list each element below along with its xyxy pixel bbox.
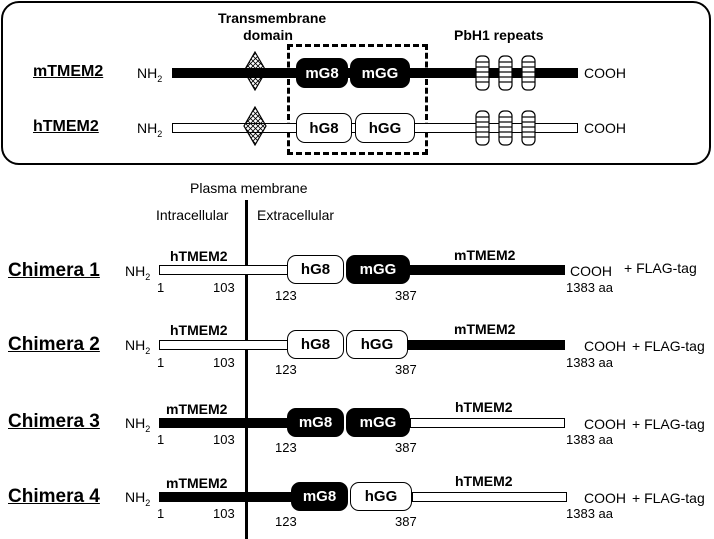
chimera-3-pos-end: 1383 aa — [566, 432, 613, 447]
dashed-domain-box — [287, 44, 428, 155]
row-mtmem2-domain-gg: mGG — [350, 58, 410, 88]
chimera-1-left-label: hTMEM2 — [170, 248, 228, 264]
row-mtmem2-domain-g8: mG8 — [296, 58, 348, 88]
chimera-4-domain-gg: hGG — [350, 482, 412, 511]
chimera-2-pos-end: 1383 aa — [566, 355, 613, 370]
chimera-4-pos-d2: 387 — [395, 514, 417, 529]
chimera-4-name: Chimera 4 — [8, 486, 100, 507]
chimera-2-bar-right — [408, 340, 565, 350]
chimera-3-tag: + FLAG-tag — [632, 416, 705, 432]
chimera-4-domain-g8: mG8 — [291, 482, 348, 511]
chimera-2-pos-start: 1 — [157, 355, 165, 370]
chimera-4-left-label: mTMEM2 — [166, 475, 228, 491]
chimera-2-tag: + FLAG-tag — [632, 338, 705, 354]
chimera-2-pos-tm: 103 — [213, 355, 235, 370]
chimera-1-pos-start: 1 — [157, 280, 165, 295]
transmembrane-label-line1: Transmembrane — [218, 10, 327, 26]
row-mtmem2-nterm: NH2 — [137, 65, 163, 84]
chimera-1-name: Chimera 1 — [8, 260, 100, 281]
chimera-1-domain-gg: mGG — [346, 255, 410, 284]
chimera-3-pos-start: 1 — [157, 432, 165, 447]
extracellular-label: Extracellular — [257, 207, 335, 223]
chimera-2-bar-left — [159, 340, 289, 350]
chimera-1-tag: + FLAG-tag — [624, 260, 697, 276]
row-mtmem2-pbh1-repeats — [475, 55, 537, 96]
top-panel-frame — [1, 1, 711, 165]
row-htmem2-pbh1-repeats — [475, 110, 537, 151]
row-htmem2-tm-diamond — [243, 106, 267, 146]
chimera-2-left-label: hTMEM2 — [170, 322, 228, 338]
chimera-3-pos-d1: 123 — [275, 440, 297, 455]
chimera-2-nterm: NH2 — [125, 337, 151, 356]
chimera-1-nterm: NH2 — [125, 263, 151, 282]
row-htmem2-name: hTMEM2 — [33, 118, 99, 135]
chimera-1-pos-tm: 103 — [213, 280, 235, 295]
chimera-2-right-label: mTMEM2 — [454, 321, 516, 337]
chimera-3-pos-d2: 387 — [395, 440, 417, 455]
chimera-1-right-label: mTMEM2 — [454, 247, 516, 263]
transmembrane-label-line2: domain — [243, 27, 293, 43]
chimera-4-pos-d1: 123 — [275, 514, 297, 529]
chimera-3-pos-tm: 103 — [213, 432, 235, 447]
chimera-3-domain-g8: mG8 — [287, 408, 344, 437]
row-htmem2-cterm: COOH — [584, 120, 626, 136]
chimera-2-cterm: COOH — [584, 338, 626, 354]
chimera-2-domain-gg: hGG — [346, 330, 408, 359]
chimera-2-pos-d1: 123 — [275, 362, 297, 377]
chimera-3-bar-right — [410, 418, 565, 428]
plasma-membrane-label: Plasma membrane — [190, 180, 308, 196]
chimera-1-cterm: COOH — [570, 263, 612, 279]
pbh1-label: PbH1 repeats — [454, 27, 544, 43]
chimera-4-tag: + FLAG-tag — [632, 490, 705, 506]
chimera-4-bar-right — [412, 492, 567, 502]
row-mtmem2-name: mTMEM2 — [33, 63, 104, 80]
chimera-4-pos-start: 1 — [157, 506, 165, 521]
chimera-2-domain-g8: hG8 — [287, 330, 344, 359]
chimera-4-bar-left — [159, 492, 293, 502]
chimera-4-nterm: NH2 — [125, 489, 151, 508]
row-htmem2-domain-g8: hG8 — [296, 113, 352, 143]
chimera-3-left-label: mTMEM2 — [166, 401, 228, 417]
chimera-4-pos-end: 1383 aa — [566, 506, 613, 521]
chimera-4-right-label: hTMEM2 — [455, 473, 513, 489]
row-mtmem2-cterm: COOH — [584, 65, 626, 81]
chimera-2-name: Chimera 2 — [8, 334, 100, 355]
chimera-3-right-label: hTMEM2 — [455, 399, 513, 415]
chimera-3-bar-left — [159, 418, 289, 428]
chimera-3-name: Chimera 3 — [8, 411, 100, 432]
chimera-1-pos-d1: 123 — [275, 288, 297, 303]
chimera-1-pos-d2: 387 — [395, 288, 417, 303]
row-htmem2-domain-gg: hGG — [355, 113, 415, 143]
chimera-3-cterm: COOH — [584, 416, 626, 432]
chimera-4-pos-tm: 103 — [213, 506, 235, 521]
chimera-3-domain-gg: mGG — [346, 408, 410, 437]
chimera-1-bar-left — [159, 265, 289, 275]
chimera-4-cterm: COOH — [584, 490, 626, 506]
chimera-1-domain-g8: hG8 — [287, 255, 344, 284]
transmembrane-label: Transmembrane domain — [218, 10, 327, 44]
chimera-2-pos-d2: 387 — [395, 362, 417, 377]
chimera-1-pos-end: 1383 aa — [566, 280, 613, 295]
row-htmem2-nterm: NH2 — [137, 120, 163, 139]
plasma-membrane-line — [245, 200, 248, 539]
chimera-3-nterm: NH2 — [125, 415, 151, 434]
intracellular-label: Intracellular — [156, 207, 229, 223]
chimera-1-bar-right — [410, 265, 565, 275]
row-mtmem2-tm-diamond — [243, 51, 267, 91]
